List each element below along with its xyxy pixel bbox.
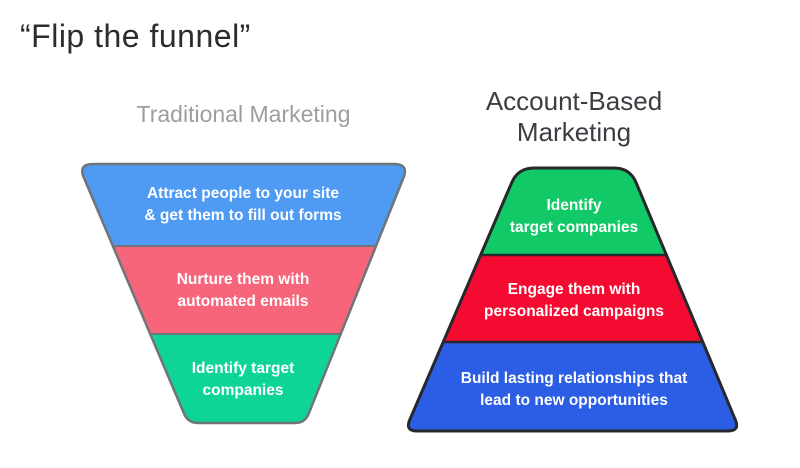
label-line: automated emails <box>177 293 309 310</box>
label-line: target companies <box>509 219 639 236</box>
account-based-marketing-heading: Account-Based Marketing <box>420 86 728 148</box>
label-line: personalized campaigns <box>483 303 665 320</box>
label-line: Identify target <box>191 360 295 377</box>
abm-heading-line-1: Account-Based <box>485 86 663 116</box>
traditional-label-attract: Attract people to your site & get them t… <box>93 183 393 227</box>
label-line: Attract people to your site <box>146 185 340 202</box>
label-line: companies <box>202 382 284 399</box>
abm-label-identify: Identify target companies <box>459 195 689 239</box>
traditional-section-attract-fill <box>82 164 405 246</box>
abm-label-build: Build lasting relationships that lead to… <box>417 368 731 412</box>
traditional-label-identify: Identify target companies <box>133 358 353 402</box>
traditional-marketing-heading: Traditional Marketing <box>136 101 351 127</box>
abm-heading-line-2: Marketing <box>516 117 632 147</box>
label-line: Build lasting relationships that <box>460 370 688 387</box>
label-line: Identify <box>546 197 602 214</box>
abm-pyramid-outline <box>406 166 739 433</box>
label-line: & get them to fill out forms <box>144 207 342 224</box>
abm-section-build-fill <box>408 342 737 431</box>
traditional-label-nurture: Nurture them with automated emails <box>108 269 378 313</box>
label-line: Nurture them with <box>176 271 310 288</box>
abm-label-engage: Engage them with personalized campaigns <box>439 279 709 323</box>
slide-title: “Flip the funnel” <box>20 18 251 54</box>
label-line: lead to new opportunities <box>480 392 668 409</box>
traditional-funnel-outline <box>81 162 407 425</box>
label-line: Engage them with <box>507 281 641 298</box>
